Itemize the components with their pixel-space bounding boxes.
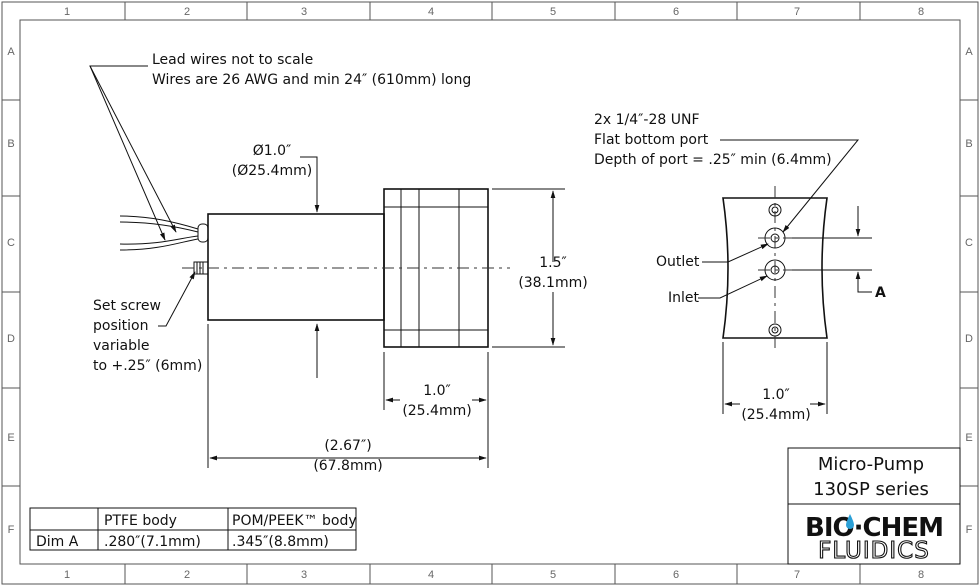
col-label-6: 6 (673, 569, 679, 581)
port-note-line3: Depth of port = .25″ min (6.4mm) (594, 152, 832, 168)
biochem-logo: BIO·CHEM FLUIDICS (805, 513, 944, 565)
row-label-b: B (965, 138, 972, 150)
row-labels-left: A B C D E F (7, 46, 15, 536)
port-note-line2: Flat bottom port (594, 132, 709, 148)
row-label-b: B (7, 138, 14, 150)
col-label-8: 8 (918, 6, 924, 18)
table-cell-pom-peek: .345″(8.8mm) (232, 534, 329, 550)
outlet-label: Outlet (656, 254, 700, 270)
overall-mm: (67.8mm) (313, 458, 382, 474)
lead-wire-2 (119, 235, 199, 245)
col-label-5: 5 (550, 6, 556, 18)
port-note-line1: 2x 1/4″-28 UNF (594, 112, 700, 128)
set-screw-leader (158, 271, 196, 327)
end-width-in: 1.0″ (762, 387, 790, 403)
col-label-1: 1 (64, 6, 70, 18)
row-label-e: E (7, 432, 14, 444)
set-screw-note-line2: position (93, 318, 148, 334)
table-header-pom-peek: POM/PEEK™ body (232, 513, 357, 529)
lead-wire-1 (119, 215, 199, 230)
water-drop-icon (846, 514, 854, 529)
row-labels-right: A B C D E F (965, 46, 973, 536)
row-label-d: D (965, 333, 973, 345)
set-screw-note-line3: variable (93, 338, 149, 354)
col-label-5: 5 (550, 569, 556, 581)
row-label-a: A (7, 46, 15, 58)
col-label-3: 3 (301, 6, 307, 18)
brand-bottom: FLUIDICS (818, 538, 930, 564)
col-label-1: 1 (64, 569, 70, 581)
table-header-ptfe: PTFE body (104, 513, 177, 529)
mount-hole-top (768, 203, 782, 217)
row-label-c: C (7, 237, 15, 249)
row-label-c: C (965, 237, 973, 249)
height-mm: (38.1mm) (518, 275, 587, 291)
col-label-2: 2 (184, 569, 190, 581)
inlet-leader (698, 275, 768, 299)
col-label-7: 7 (794, 569, 800, 581)
dim-a-table: PTFE body POM/PEEK™ body Dim A .280″(7.1… (29, 507, 357, 551)
dim-a-arrow-bottom (855, 271, 872, 293)
diameter-arrow-top (300, 156, 320, 213)
column-labels-top: 1 2 3 4 5 6 7 8 (64, 6, 924, 18)
diameter-mm: (Ø25.4mm) (232, 163, 312, 179)
diameter-in: Ø1.0″ (253, 143, 292, 159)
end-view-outline (722, 197, 828, 339)
row-label-f: F (8, 524, 15, 536)
row-label-a: A (965, 46, 973, 58)
row-label-f: F (966, 524, 973, 536)
product-name-line1: Micro-Pump (818, 454, 924, 475)
wires-leader (89, 65, 166, 241)
row-label-d: D (7, 333, 15, 345)
motor-body (207, 213, 385, 321)
col-label-4: 4 (428, 6, 434, 18)
end-width-mm: (25.4mm) (741, 407, 810, 423)
column-labels-bottom: 1 2 3 4 5 6 7 8 (64, 569, 924, 581)
overall-in: (2.67″) (324, 438, 371, 454)
col-label-8: 8 (918, 569, 924, 581)
brand-top: BIO·CHEM (805, 513, 943, 543)
title-block: Micro-Pump 130SP series BIO·CHEM FLUIDIC… (787, 447, 961, 565)
set-screw-note-line1: Set screw (93, 298, 161, 314)
wires-note-line1: Lead wires not to scale (152, 52, 313, 68)
col-label-2: 2 (184, 6, 190, 18)
head-width-in: 1.0″ (423, 383, 451, 399)
port-note-leader (720, 139, 860, 233)
table-row-label: Dim A (36, 534, 79, 550)
head-width-mm: (25.4mm) (402, 403, 471, 419)
wires-note-line2: Wires are 26 AWG and min 24″ (610mm) lon… (152, 72, 471, 88)
col-label-6: 6 (673, 6, 679, 18)
col-label-3: 3 (301, 569, 307, 581)
pump-end-view (722, 186, 828, 352)
set-screw-note-line4: to +.25″ (6mm) (93, 358, 202, 374)
outlet-leader (702, 243, 769, 263)
col-label-4: 4 (428, 569, 434, 581)
height-in: 1.5″ (539, 255, 567, 271)
pump-side-view (119, 188, 510, 348)
product-name-line2: 130SP series (813, 479, 929, 500)
col-label-7: 7 (794, 6, 800, 18)
dim-a-label: A (875, 285, 886, 301)
wire-grommet (197, 223, 209, 243)
table-cell-ptfe: .280″(7.1mm) (104, 534, 201, 550)
mount-hole-bottom (768, 323, 782, 337)
inlet-label: Inlet (668, 290, 700, 306)
row-label-e: E (965, 432, 972, 444)
